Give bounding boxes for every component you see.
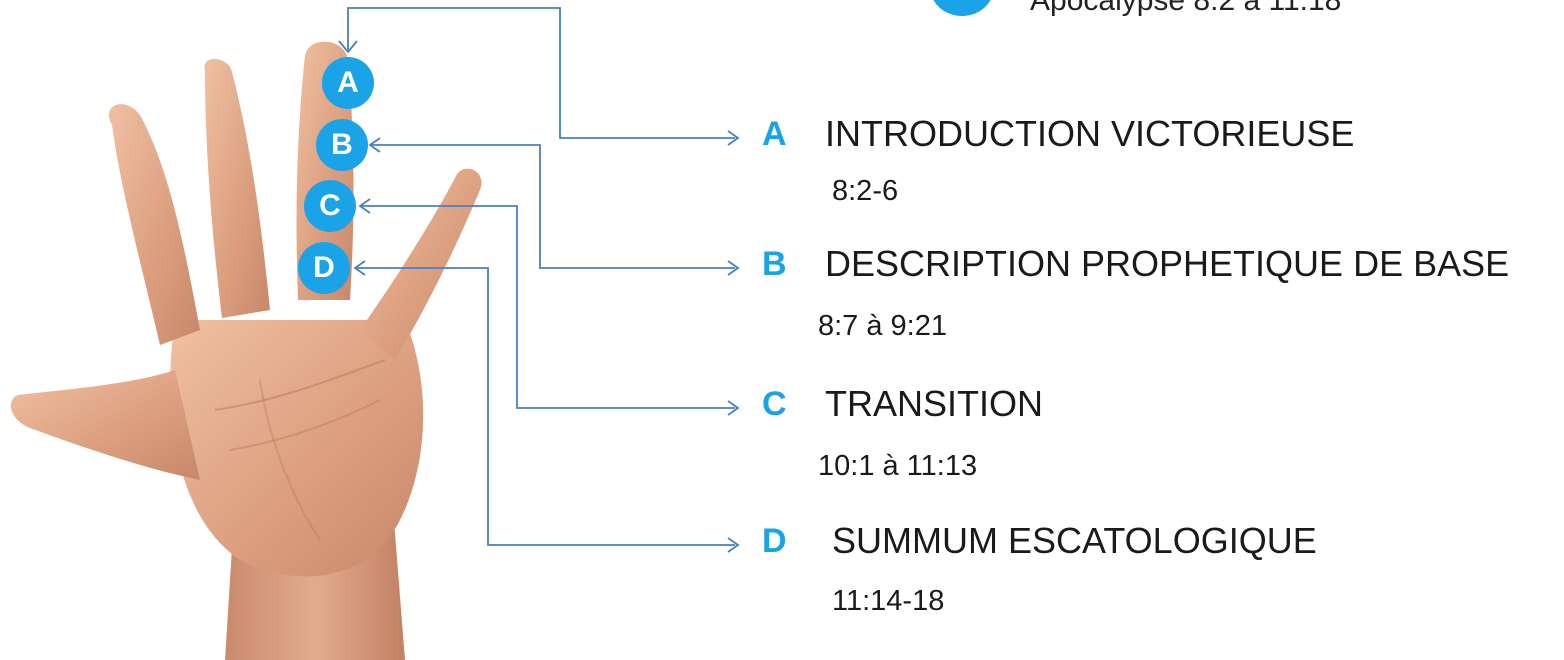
item-d-letter: D xyxy=(762,522,787,560)
badge-d: D xyxy=(298,242,350,294)
diagram-subtitle: Apocalypse 8:2 à 11:18 xyxy=(1030,0,1342,17)
item-c-title: TRANSITION xyxy=(825,383,1044,424)
connector-a xyxy=(347,7,735,139)
connector-c xyxy=(360,205,735,409)
item-a-ref: 8:2-6 xyxy=(832,175,899,207)
header-circle-icon xyxy=(930,0,994,16)
connector-b-arrowhead-badge xyxy=(368,137,381,153)
hand-illustration xyxy=(10,41,482,660)
badge-c: C xyxy=(304,180,356,232)
item-a-title: INTRODUCTION VICTORIEUSE xyxy=(825,113,1355,154)
connector-c-arrowhead-badge xyxy=(358,198,371,214)
connector-d-arrowhead-badge xyxy=(353,260,366,276)
connector-b-arrowhead-item xyxy=(727,260,740,276)
item-d-ref: 11:14-18 xyxy=(832,585,945,617)
item-b-letter: B xyxy=(762,245,787,283)
connector-lines xyxy=(338,7,740,553)
connector-a-arrowhead-item xyxy=(727,130,740,146)
item-b-ref: 8:7 à 9:21 xyxy=(818,310,947,342)
item-c-letter: C xyxy=(762,385,787,423)
connector-d xyxy=(355,267,735,546)
connector-d-arrowhead-item xyxy=(727,537,740,553)
item-a-letter: A xyxy=(762,115,787,153)
connector-c-arrowhead-item xyxy=(727,400,740,416)
badge-a: A xyxy=(322,57,374,109)
connector-b xyxy=(370,144,735,269)
badge-b: B xyxy=(316,119,368,171)
item-d-title: SUMMUM ESCATOLOGIQUE xyxy=(832,520,1317,561)
item-c-ref: 10:1 à 11:13 xyxy=(818,450,978,482)
connector-a-arrowhead-badge xyxy=(338,40,358,54)
item-b-title: DESCRIPTION PROPHETIQUE DE BASE xyxy=(825,243,1510,284)
